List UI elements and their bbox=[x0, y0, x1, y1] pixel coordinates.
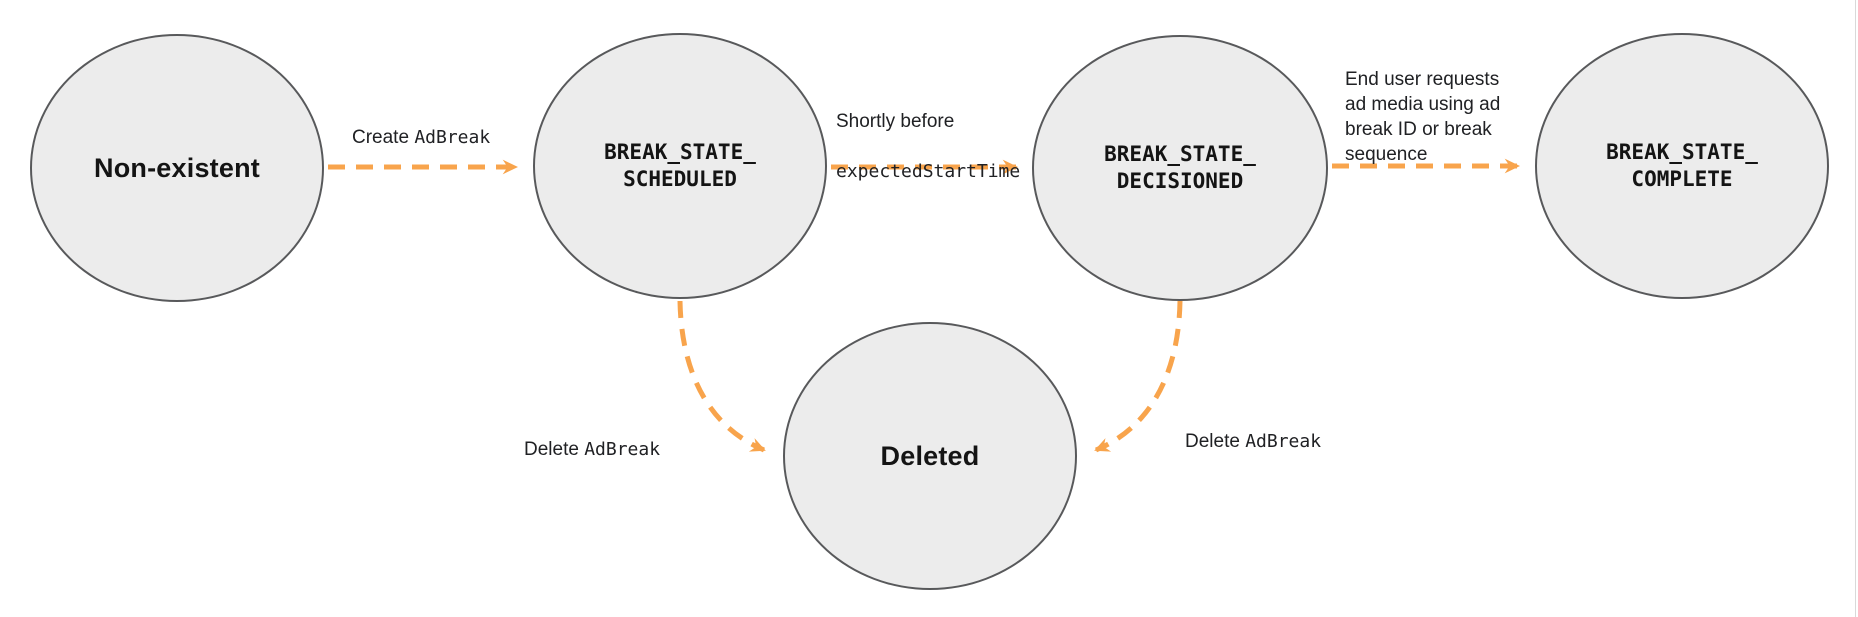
edge-label-text: Delete bbox=[524, 439, 585, 460]
state-node-break-state-decisioned: BREAK_STATE_ DECISIONED bbox=[1032, 35, 1328, 301]
edge-label-text: End user requests ad media using ad brea… bbox=[1345, 69, 1501, 165]
state-node-break-state-complete: BREAK_STATE_ COMPLETE bbox=[1535, 33, 1829, 299]
edge-label-code: AdBreak bbox=[414, 127, 491, 148]
state-label: Non-existent bbox=[94, 152, 260, 183]
state-label: BREAK_STATE_ SCHEDULED bbox=[604, 140, 756, 191]
state-label: BREAK_STATE_ COMPLETE bbox=[1606, 140, 1758, 191]
edge-label-code: AdBreak bbox=[584, 439, 661, 460]
edge-label-text: Shortly before bbox=[836, 111, 955, 132]
state-node-deleted: Deleted bbox=[783, 322, 1077, 590]
edge-label-shortly-before: Shortly before expectedStartTime bbox=[836, 84, 1020, 184]
state-label: Deleted bbox=[880, 440, 980, 471]
edge-label-code: expectedStartTime bbox=[836, 161, 1021, 182]
state-node-non-existent: Non-existent bbox=[30, 34, 324, 302]
edge-label-text: Delete bbox=[1185, 431, 1246, 452]
right-border-line bbox=[1855, 0, 1856, 617]
edge-label-delete-adbreak-right: Delete AdBreak bbox=[1185, 404, 1321, 454]
state-node-break-state-scheduled: BREAK_STATE_ SCHEDULED bbox=[533, 33, 827, 299]
edge-label-code: AdBreak bbox=[1245, 431, 1322, 452]
edge-label-end-user-request: End user requests ad media using ad brea… bbox=[1345, 42, 1500, 167]
edge-label-delete-adbreak-left: Delete AdBreak bbox=[524, 412, 660, 462]
state-label: BREAK_STATE_ DECISIONED bbox=[1104, 142, 1256, 193]
edge-label-text: Create bbox=[352, 127, 415, 148]
edge-label-create-adbreak: Create AdBreak bbox=[352, 100, 490, 150]
arrow-delete-scheduled bbox=[677, 300, 766, 453]
arrow-delete-decisioned bbox=[1094, 300, 1183, 453]
